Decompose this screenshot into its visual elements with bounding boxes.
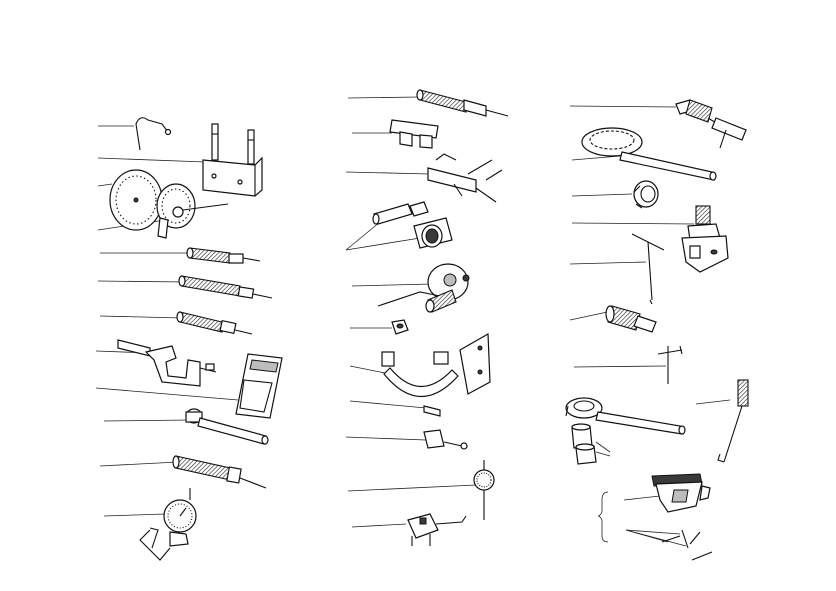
- sleeve-pair: [571, 423, 597, 465]
- rod-hook: [717, 379, 749, 463]
- drift-and-socket: [372, 201, 453, 249]
- pin: [423, 405, 441, 417]
- threaded-drift: [605, 305, 657, 333]
- hook-wrench: [135, 117, 172, 151]
- cam-puller: [377, 263, 470, 313]
- l-pin: [657, 345, 683, 384]
- drift-1: [186, 247, 261, 264]
- degree-disc: [109, 169, 163, 231]
- drift-2: [178, 275, 273, 299]
- clip-bracket: [389, 119, 439, 149]
- pin-spanner: [565, 397, 686, 435]
- ring-spanner: [581, 127, 717, 181]
- leader-lines-right: [569, 105, 731, 547]
- piston-holder: [681, 205, 729, 273]
- pin-set: [661, 529, 713, 561]
- digital-tester: [235, 353, 283, 419]
- t-handle-puller: [675, 99, 747, 149]
- ring-bush: [633, 180, 659, 209]
- timing-disc-pointer: [156, 183, 229, 239]
- valve-tool: [407, 513, 467, 546]
- c-frame-press: [381, 332, 491, 398]
- drift-4: [172, 455, 267, 489]
- bracket-gauge: [117, 339, 217, 387]
- t-bar: [631, 233, 665, 305]
- dial-gauge-bracket: [139, 488, 197, 561]
- dial-indicator: [473, 460, 495, 520]
- small-nut: [391, 319, 409, 335]
- cap-tool: [651, 473, 711, 513]
- adjuster-cross: [427, 153, 503, 203]
- pin-holder-plate: [202, 123, 263, 197]
- adapter-screw: [423, 429, 468, 450]
- long-drift: [416, 89, 509, 117]
- socket-wrench: [185, 408, 269, 445]
- leader-lines-middle: [345, 96, 477, 528]
- drift-3: [176, 311, 253, 335]
- leader-lines-left: [95, 125, 239, 517]
